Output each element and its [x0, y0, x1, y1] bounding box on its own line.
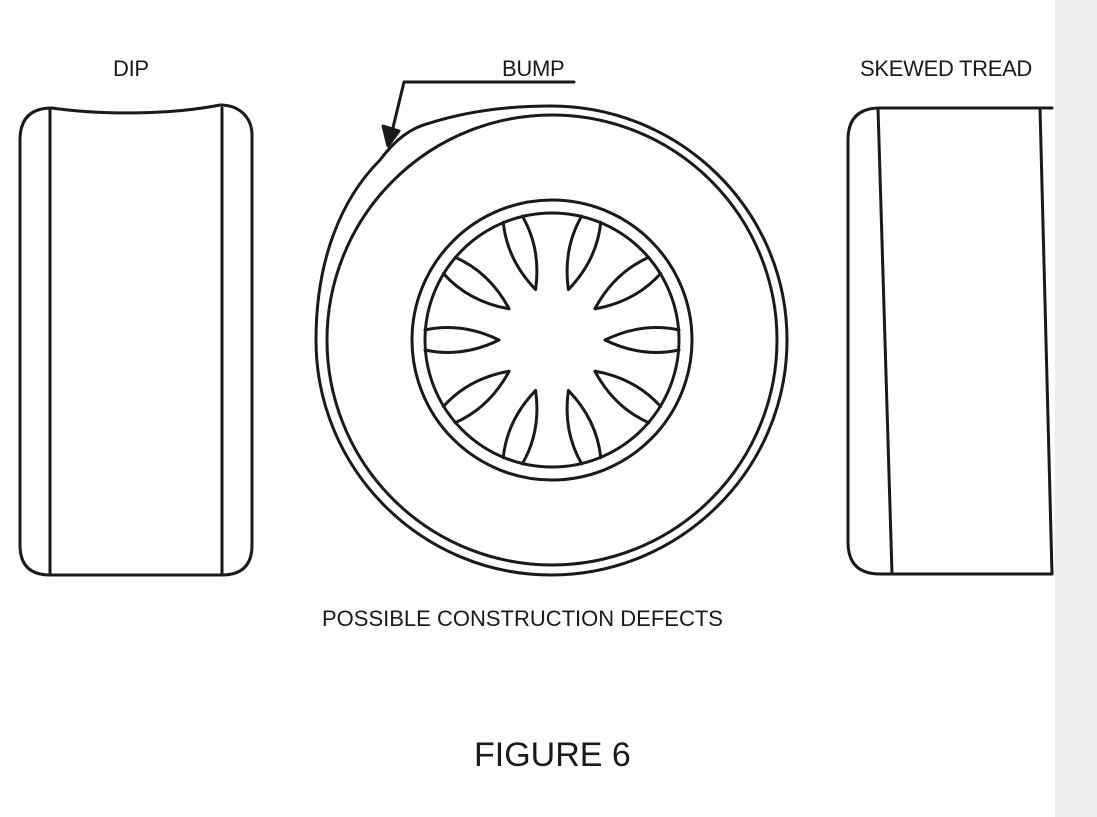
skewed-tread-label: SKEWED TREAD: [860, 56, 1033, 81]
bump-arrowhead: [381, 124, 401, 148]
skewed-tread-right-line: [1038, 106, 1054, 576]
skewed-tread-left-line: [876, 106, 894, 576]
dip-label: DIP: [113, 56, 149, 81]
wheel-spoke: [501, 214, 539, 292]
page-margin-strip: [1055, 0, 1097, 817]
wheel-spoke: [441, 369, 511, 425]
figure-title: FIGURE 6: [474, 736, 631, 774]
skewed-tread-tire: [846, 106, 1054, 576]
diagram-caption: POSSIBLE CONSTRUCTION DEFECTS: [322, 606, 723, 631]
bump-tire-rim-outer: [410, 198, 694, 482]
bump-tire-rim-inner: [423, 211, 681, 469]
wheel-spoke: [501, 388, 539, 466]
bump-tire-outer-edge: [314, 104, 789, 577]
wheel-spoke: [565, 214, 603, 292]
skewed-tread-tire-outline: [846, 106, 1054, 576]
wheel-spoke: [593, 255, 663, 311]
bump-label: BUMP: [502, 56, 565, 81]
wheel-spoke: [441, 255, 511, 311]
wheel-spoke: [603, 326, 681, 354]
bump-tire-wheel-spokes: [423, 214, 681, 466]
bump-tire-tread-circle: [325, 113, 779, 567]
wheel-spoke: [593, 369, 663, 425]
dip-tire-outline: [18, 103, 254, 577]
wheel-spoke: [423, 326, 501, 354]
bump-pointer: [381, 80, 576, 148]
bump-tire: [314, 104, 789, 577]
dip-tire: [18, 103, 254, 577]
defects-illustration: [18, 80, 1054, 577]
wheel-spoke: [565, 388, 603, 466]
